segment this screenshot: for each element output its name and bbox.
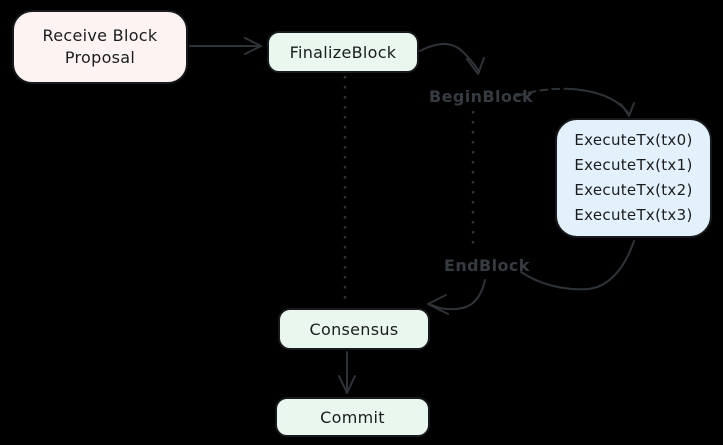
- arrowhead-consensus-to-commit: [338, 375, 356, 394]
- label-begin-block: BeginBlock: [429, 87, 534, 106]
- arrowhead-endblock-to-consensus: [427, 294, 449, 315]
- label-end-block: EndBlock: [444, 256, 530, 275]
- node-receive-label: Receive Block Proposal: [42, 25, 158, 67]
- node-consensus-label: Consensus: [309, 319, 399, 339]
- execute-tx-line: ExecuteTx(tx0): [574, 131, 693, 149]
- arrowhead-finalize-to-beginblock: [466, 57, 485, 75]
- link-beginblock-to-executetx: [571, 88, 630, 115]
- node-commit: Commit: [275, 397, 430, 437]
- arrow-endblock-to-consensus: [431, 279, 486, 311]
- node-finalize-label: FinalizeBlock: [289, 42, 397, 62]
- arrowhead-beginblock-to-executetx: [620, 102, 635, 117]
- node-receive-block-proposal: Receive Block Proposal: [12, 10, 188, 84]
- execute-tx-line: ExecuteTx(tx2): [574, 181, 693, 199]
- node-execute-tx: ExecuteTx(tx0) ExecuteTx(tx1) ExecuteTx(…: [555, 118, 712, 238]
- execute-tx-line: ExecuteTx(tx3): [574, 206, 693, 224]
- arrow-finalize-to-beginblock: [419, 43, 480, 73]
- node-commit-label: Commit: [320, 407, 385, 427]
- node-consensus: Consensus: [278, 308, 430, 350]
- link-executetx-to-endblock: [520, 240, 635, 291]
- arrowhead-proposal-to-finalize: [244, 37, 262, 55]
- node-finalize-block: FinalizeBlock: [267, 31, 419, 73]
- link-beginblock-to-executetx-dashed: [516, 87, 573, 97]
- execute-tx-line: ExecuteTx(tx1): [574, 156, 693, 174]
